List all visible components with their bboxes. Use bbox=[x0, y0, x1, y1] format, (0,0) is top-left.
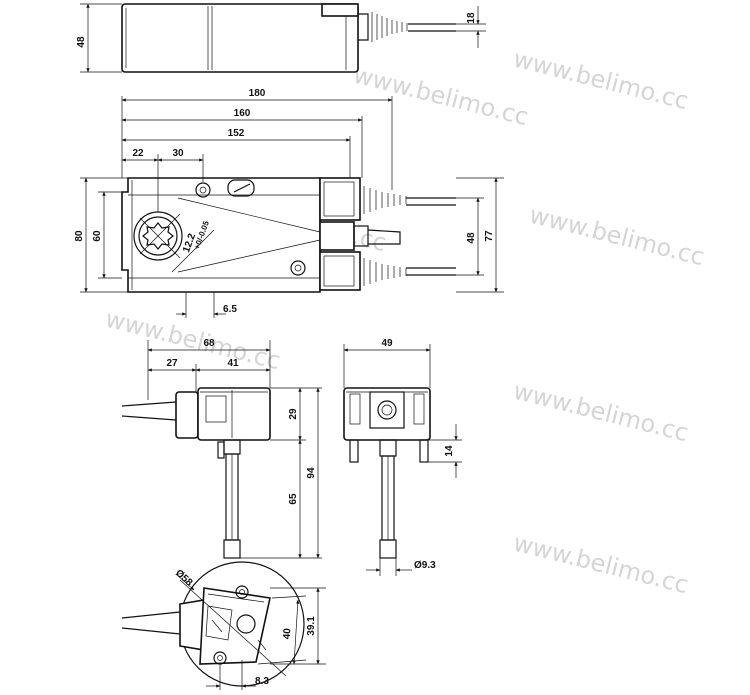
end-dim-49: 49 bbox=[381, 338, 393, 349]
end-view: 49 14 Ø9.3 bbox=[343, 338, 462, 576]
bottom-dim-40: 40 bbox=[282, 627, 294, 639]
end-dim-9-3: Ø9.3 bbox=[414, 560, 436, 571]
side-dim-94: 94 bbox=[306, 467, 317, 479]
front-dim-77: 77 bbox=[484, 230, 495, 242]
watermark-3: www.belimo.cc bbox=[527, 201, 708, 272]
bottom-dim-8-3: 8.3 bbox=[255, 676, 269, 687]
end-dim-14: 14 bbox=[444, 445, 455, 457]
side-view: 68 27 41 29 65 94 bbox=[121, 338, 322, 559]
top-dim-48: 48 bbox=[76, 36, 87, 48]
front-dim-80: 80 bbox=[74, 230, 85, 242]
watermark-5: www.belimo.cc bbox=[103, 305, 284, 376]
front-dim-48: 48 bbox=[466, 232, 477, 244]
side-dim-41: 41 bbox=[227, 358, 239, 369]
side-dim-65: 65 bbox=[288, 493, 299, 505]
front-dim-152: 152 bbox=[228, 128, 245, 139]
front-view: 180 160 152 22 30 80 60 48 77 12.2 +0 bbox=[74, 88, 504, 318]
front-dim-30: 30 bbox=[172, 148, 184, 159]
side-dim-29: 29 bbox=[288, 408, 299, 420]
top-dim-18: 18 bbox=[466, 12, 477, 24]
side-dim-27: 27 bbox=[166, 358, 178, 369]
side-dim-68: 68 bbox=[203, 338, 215, 349]
bottom-dim-58: Ø58 bbox=[173, 568, 195, 589]
front-dim-180: 180 bbox=[249, 88, 266, 99]
front-dim-6-5: 6.5 bbox=[223, 304, 237, 315]
front-dim-160: 160 bbox=[234, 108, 251, 119]
watermarks: www.belimo.cc www.belimo.cc www.belimo.c… bbox=[103, 45, 708, 600]
watermark-7: www.belimo.cc bbox=[511, 529, 692, 600]
top-view: 48 18 bbox=[76, 3, 486, 73]
watermark-1: www.belimo.cc bbox=[511, 45, 692, 116]
watermark-2: www.belimo.cc bbox=[351, 61, 532, 132]
bottom-view: Ø58 40 39.1 8.3 bbox=[121, 561, 326, 690]
watermark-6: www.belimo.cc bbox=[511, 377, 692, 448]
front-dim-22: 22 bbox=[132, 148, 144, 159]
front-dim-60: 60 bbox=[92, 230, 103, 242]
bottom-dim-39-1: 39.1 bbox=[306, 616, 317, 636]
